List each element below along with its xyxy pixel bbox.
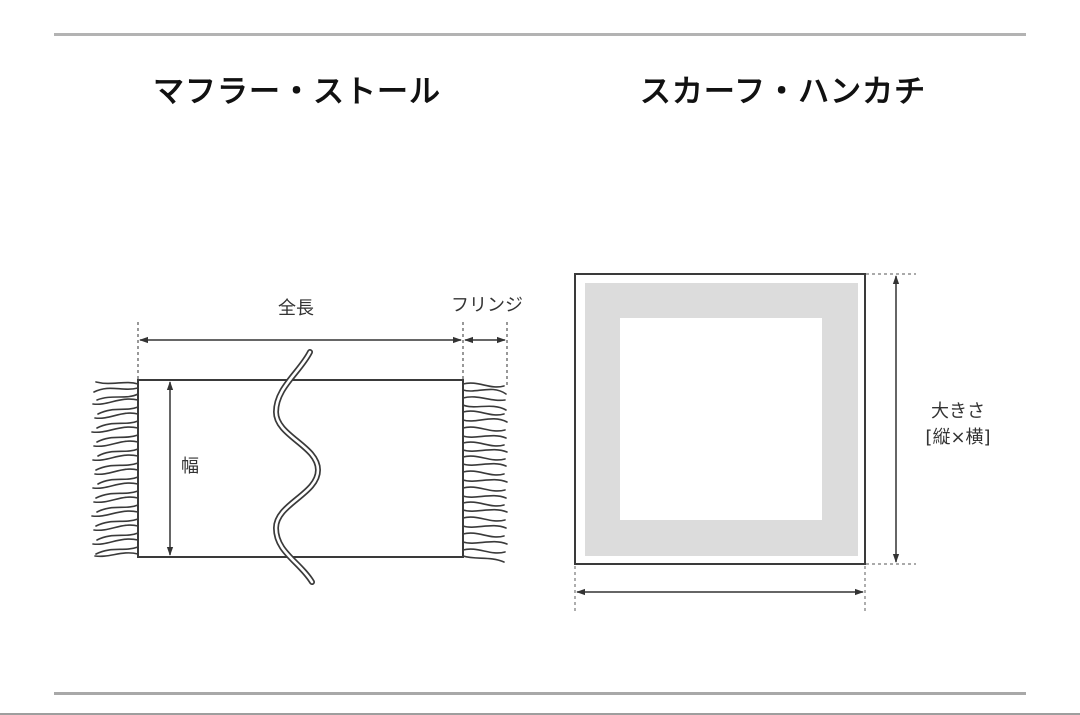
size-detail-label: [縦×横]: [925, 427, 990, 448]
size-guide-lines: [574, 273, 916, 612]
bottom-divider: [54, 692, 1026, 695]
muffler-body: [137, 379, 464, 558]
right-fringe-icon: [462, 382, 508, 563]
left-fringe-icon: [91, 381, 139, 558]
width-label: 幅: [181, 456, 199, 477]
break-wave-icon: [272, 349, 322, 585]
size-label: 大きさ: [931, 401, 985, 422]
length-guide-lines: [137, 322, 508, 386]
total-length-label: 全長: [278, 298, 314, 319]
muffler-stole-heading: マフラー・ストール: [153, 74, 441, 110]
fringe-label: フリンジ: [451, 295, 523, 316]
top-divider: [54, 33, 1026, 36]
scarf-illustration: 大きさ [縦×横]: [574, 273, 991, 612]
bottom-edge-line: [0, 713, 1080, 715]
scarf-handkerchief-heading: スカーフ・ハンカチ: [639, 74, 927, 110]
muffler-illustration: 全長 フリンジ 幅: [91, 295, 523, 585]
scarf-center: [620, 318, 822, 520]
